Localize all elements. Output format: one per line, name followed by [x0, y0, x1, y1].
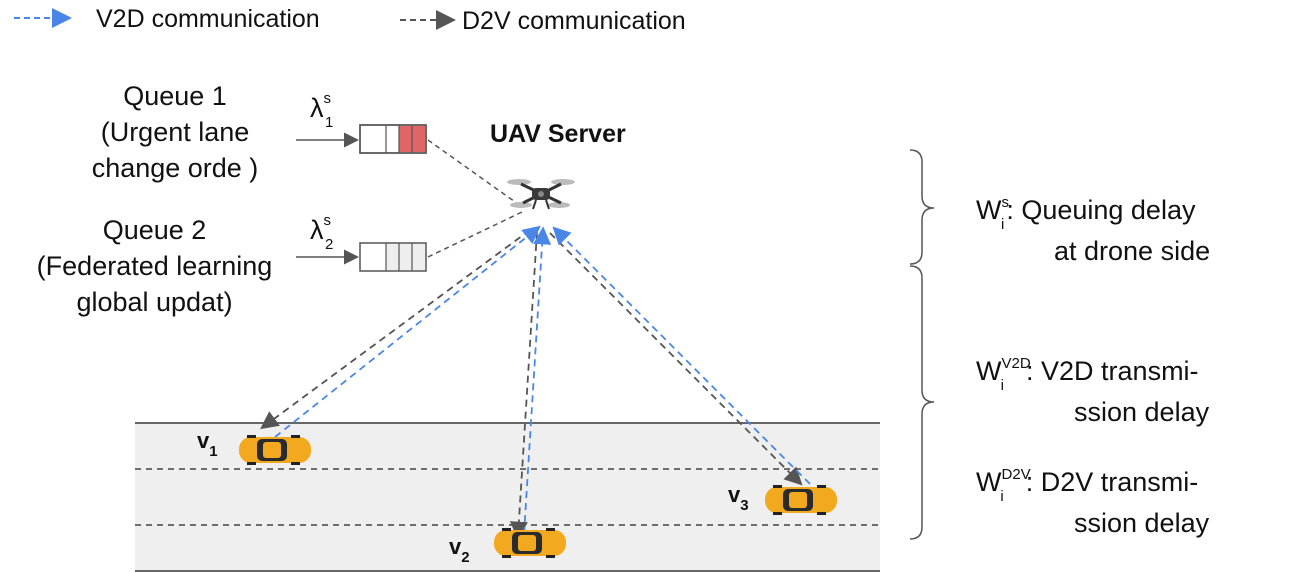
vehicle-2-label: v2	[449, 534, 470, 566]
d2v-arrow-v1	[260, 229, 531, 430]
brace-queuing	[909, 149, 935, 265]
d2v-arrow-v3	[549, 232, 803, 486]
car-icon-v2	[494, 528, 566, 558]
queue-2-desc-line1: (Federated learning	[36, 251, 273, 281]
queue-1-title: Queue 1	[123, 81, 227, 111]
queue-1-desc-line2: change orde )	[91, 153, 259, 183]
queue-2-title: Queue 2	[102, 215, 207, 245]
delay-d2v: WD2Vi: D2V transmi- ssion delay	[976, 466, 1210, 538]
queue-1-label: Queue 1 (Urgent lane change orde )	[40, 78, 310, 186]
queue-1-rate: λs1	[310, 90, 334, 131]
queue-2-label: Queue 2 (Federated learning global updat…	[12, 212, 297, 320]
delay-v2d: WV2Di: V2D transmi- ssion delay	[976, 355, 1210, 427]
v2d-arrow-v3	[552, 226, 811, 485]
queue-2-link	[427, 211, 523, 258]
queue-2-buffer	[359, 242, 427, 272]
queue-2-desc-line2: global updat)	[76, 287, 233, 317]
uav-server-label: UAV Server	[490, 120, 626, 148]
car-icon-v1	[239, 435, 311, 465]
v2d-arrow-v2	[523, 226, 552, 535]
vehicle-3-label: v3	[728, 482, 749, 514]
d2v-arrow-v2	[509, 231, 538, 540]
brace-transmission	[909, 265, 935, 540]
v2d-arrow-v1	[274, 225, 541, 438]
car-icon-v3	[765, 485, 837, 515]
delay-queuing: Wsi: Queuing delay at drone side	[976, 194, 1211, 266]
queue-1-buffer	[359, 124, 427, 154]
drone-icon	[507, 179, 575, 210]
queue-2-rate: λs2	[310, 212, 334, 253]
queue-1-desc-line1: (Urgent lane	[100, 117, 250, 147]
legend-d2v-label: D2V communication	[462, 7, 686, 35]
queue-1-link	[427, 139, 519, 205]
vehicle-1-label: v1	[197, 428, 218, 460]
legend-v2d-label: V2D communication	[96, 5, 320, 33]
